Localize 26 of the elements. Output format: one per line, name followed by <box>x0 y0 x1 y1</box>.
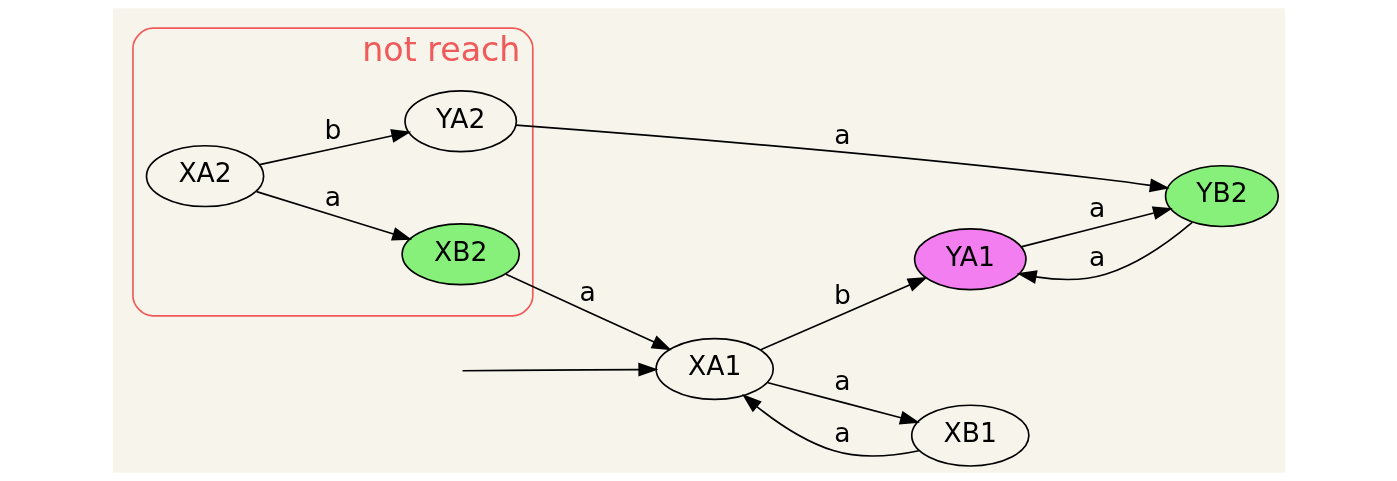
arrow <box>461 362 658 377</box>
node-ellipse: YA1 <box>913 228 1027 291</box>
arrow <box>255 190 412 241</box>
edge-label: a <box>1088 192 1105 224</box>
node-ellipse: XB2 <box>400 223 520 286</box>
arrow <box>258 129 411 166</box>
arrow <box>741 394 920 457</box>
edge-label: a <box>833 365 851 397</box>
edge-label: b <box>323 114 341 146</box>
edge-label: a <box>324 180 341 212</box>
node-ellipse: YA2 <box>403 90 517 153</box>
arrow <box>514 124 1170 193</box>
edge-label: a <box>833 416 851 448</box>
node-ellipse: XB1 <box>910 404 1030 467</box>
node-ellipse: YB2 <box>1164 164 1279 228</box>
arrow <box>1016 221 1193 284</box>
edge-label: a <box>833 119 851 151</box>
arrow <box>759 277 928 351</box>
edge-label: b <box>833 278 851 310</box>
node-ellipse: XA2 <box>145 144 264 208</box>
node-ellipse: XA1 <box>654 337 774 401</box>
arrow <box>1019 206 1173 248</box>
arrow <box>766 381 920 425</box>
edge-label: a <box>579 275 596 307</box>
arrow <box>504 273 672 351</box>
edge-label: a <box>1088 240 1105 272</box>
